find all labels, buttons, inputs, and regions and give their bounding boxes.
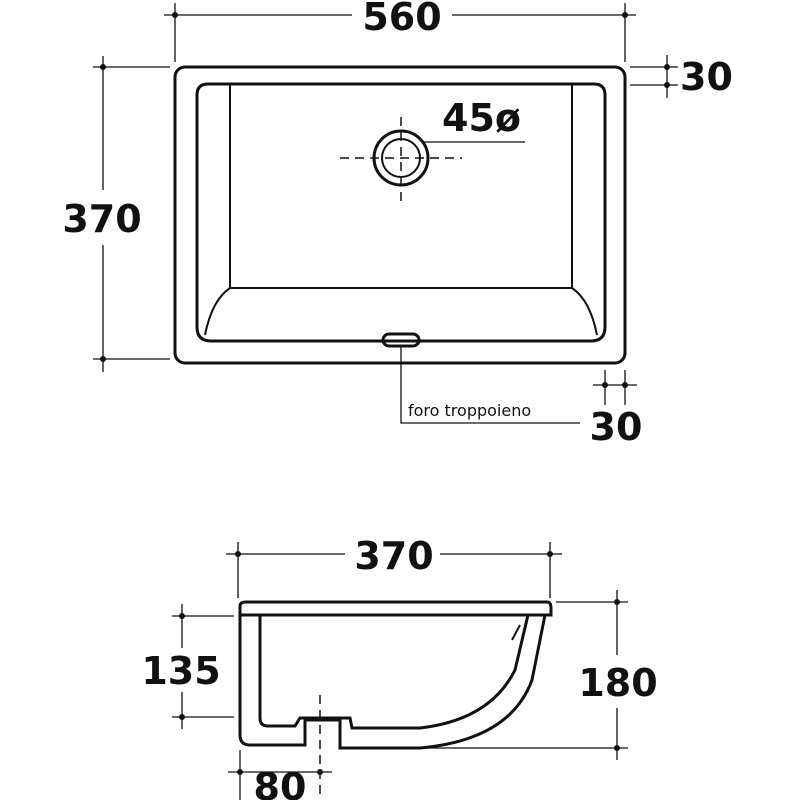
side-overflow-mark xyxy=(511,624,521,641)
overflow-leader xyxy=(400,346,580,424)
side-rim xyxy=(238,600,553,617)
basin-inner-outline xyxy=(195,82,607,343)
drain-hole xyxy=(340,117,462,203)
side-width-label: 370 xyxy=(354,534,433,578)
dim-height-370 xyxy=(93,56,170,372)
inner-depth-label: 135 xyxy=(141,649,220,693)
top-view: 560 370 30 45ø foro troppoieno xyxy=(62,0,733,449)
basin-outer-outline xyxy=(173,65,627,365)
dim-drain-offset-80 xyxy=(228,750,332,800)
drain-offset-label: 80 xyxy=(254,765,307,800)
basin-bottom-flat xyxy=(229,84,573,289)
width-label: 560 xyxy=(362,0,441,39)
dim-overflow-offset-30 xyxy=(593,370,637,405)
dim-rim-30 xyxy=(630,55,678,98)
outer-depth-label: 180 xyxy=(578,661,657,705)
dim-side-width-370 xyxy=(226,542,562,598)
overflow-offset-label: 30 xyxy=(590,405,643,449)
overflow-label: foro troppoieno xyxy=(408,401,531,420)
side-bowl-inner xyxy=(258,614,530,730)
height-label: 370 xyxy=(62,197,141,241)
dim-outer-depth-180 xyxy=(355,590,628,760)
rim-label: 30 xyxy=(680,55,733,99)
hole-label: 45ø xyxy=(442,96,521,140)
side-view: 370 135 180 80 xyxy=(141,534,658,800)
dim-width-560 xyxy=(164,3,636,62)
dim-inner-depth-135 xyxy=(172,604,234,729)
basin-sloped-wall xyxy=(204,287,598,336)
